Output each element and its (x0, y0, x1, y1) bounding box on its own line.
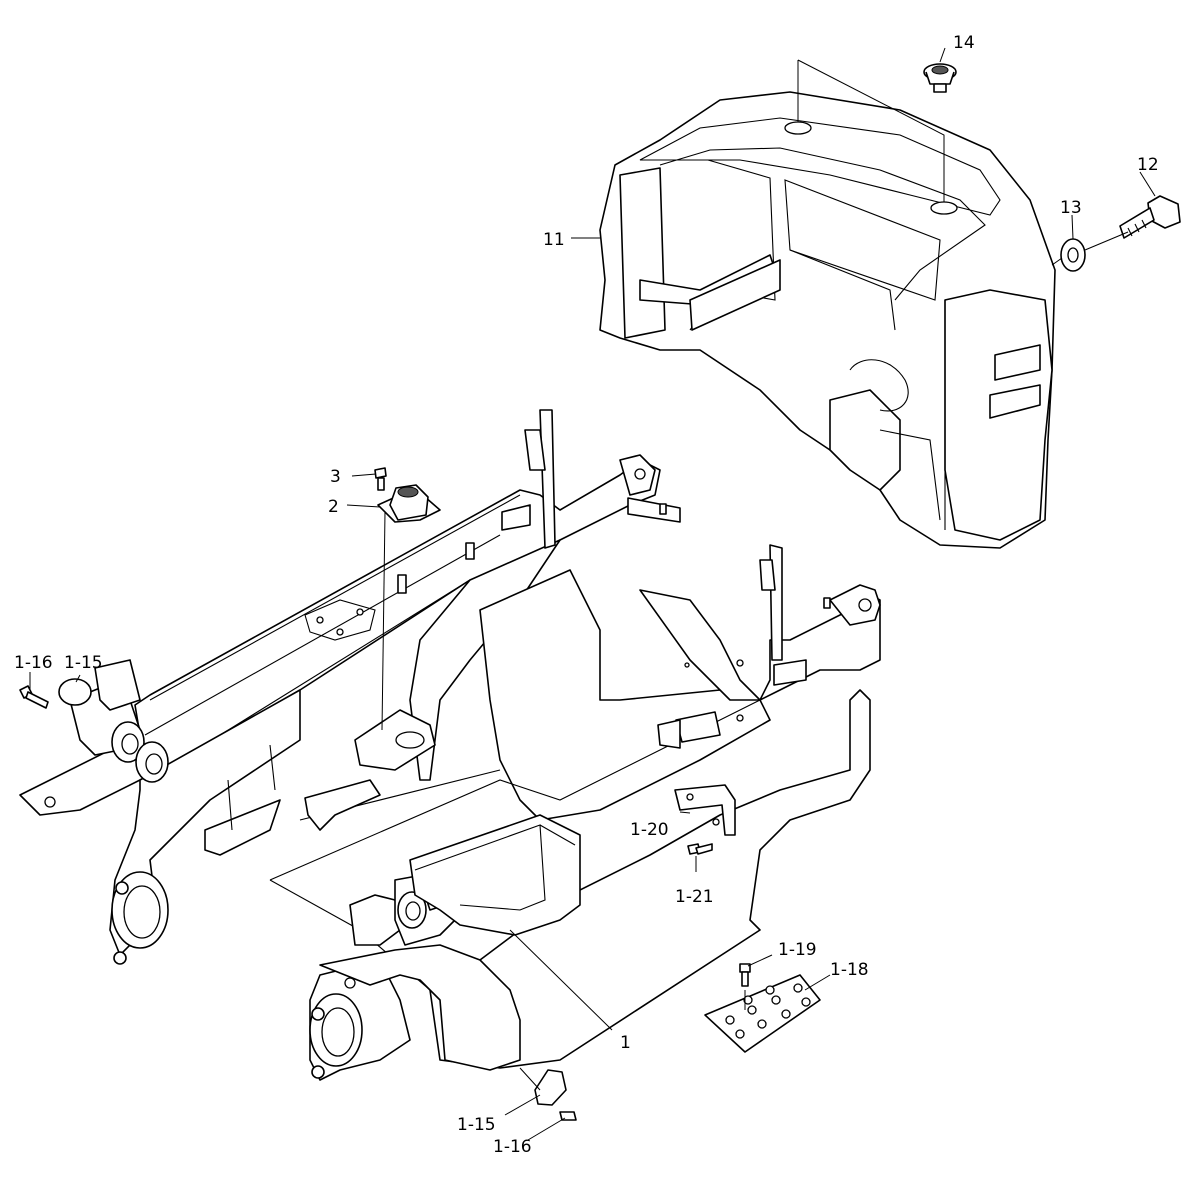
label-part-1-20: 1-20 (630, 820, 669, 840)
plug-part-14[interactable] (923, 63, 957, 93)
label-part-1-19: 1-19 (778, 940, 817, 960)
bolt-part-1-16-lower[interactable] (559, 1111, 577, 1121)
label-part-13: 13 (1060, 198, 1082, 218)
label-part-1-15-lower: 1-15 (457, 1115, 496, 1135)
counterweight-top-hole-right (930, 201, 958, 215)
perforated-plate-part-1-18[interactable] (704, 974, 821, 1053)
label-part-3: 3 (330, 467, 341, 487)
label-part-2: 2 (328, 497, 339, 517)
label-part-1-16-upper: 1-16 (14, 653, 53, 673)
washer-part-13[interactable] (1060, 238, 1086, 272)
label-part-1-21: 1-21 (675, 887, 714, 907)
bolt-part-1-21[interactable] (687, 843, 713, 855)
counterweight-top-hole-left (784, 121, 812, 135)
bolt-part-1-16-upper[interactable] (19, 685, 49, 709)
label-part-1-16-lower: 1-16 (493, 1137, 532, 1157)
upper-frame[interactable] (19, 409, 881, 1081)
label-part-11: 11 (543, 230, 565, 250)
counterweight[interactable] (599, 91, 1056, 549)
label-part-12: 12 (1137, 155, 1159, 175)
label-part-1-15-upper: 1-15 (64, 653, 103, 673)
label-part-14: 14 (953, 33, 975, 53)
bolt-part-3[interactable] (374, 467, 387, 491)
label-part-1-18: 1-18 (830, 960, 869, 980)
engine-mount-part-2[interactable] (377, 484, 441, 523)
cover-part-1-15-upper[interactable] (58, 678, 92, 706)
label-part-1: 1 (620, 1033, 631, 1053)
bolt-part-1-19[interactable] (739, 963, 751, 987)
bolt-part-12[interactable] (1119, 195, 1181, 239)
cover-part-1-15-lower[interactable] (534, 1069, 567, 1106)
